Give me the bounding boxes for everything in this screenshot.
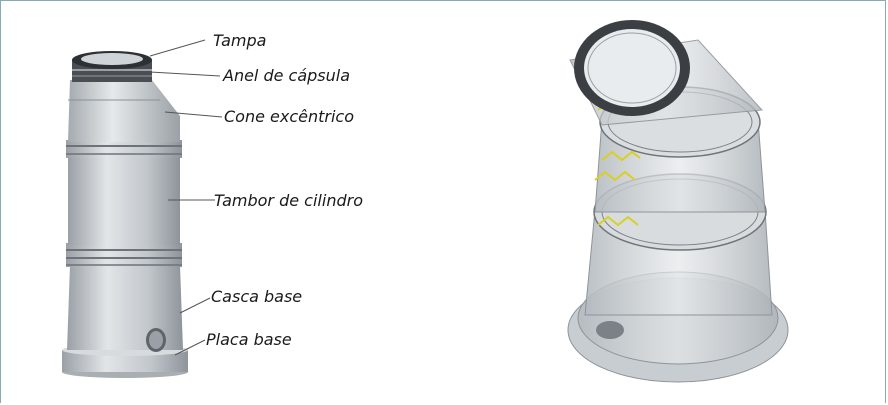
leader-lines — [149, 39, 223, 356]
label-placa-base: Placa base — [206, 330, 292, 349]
lid — [72, 51, 152, 69]
label-tambor-de-cilindro: Tambor de cilindro — [214, 191, 363, 210]
cylinder-drum — [68, 155, 180, 245]
label-cone-excentrico: Cone excêntrico — [224, 107, 355, 126]
eccentric-cone — [68, 80, 180, 142]
transparent-top-ring — [574, 20, 690, 116]
lower-rings — [66, 243, 182, 267]
base-shell — [67, 265, 183, 352]
label-anel-de-capsula: Anel de cápsula — [223, 66, 351, 85]
label-tampa: Tampa — [213, 31, 267, 50]
column-transparent-view — [567, 20, 789, 383]
upper-rings — [66, 140, 182, 158]
label-casca-base: Casca base — [211, 287, 303, 306]
column-solid-model — [62, 39, 223, 378]
